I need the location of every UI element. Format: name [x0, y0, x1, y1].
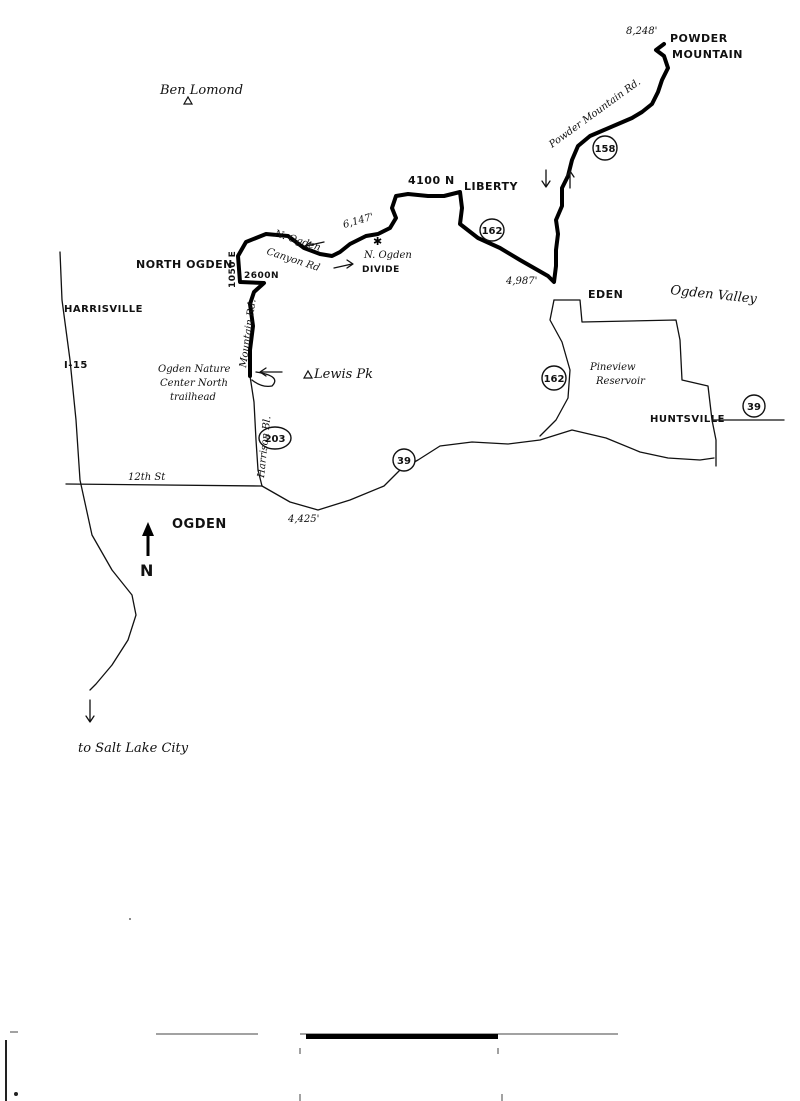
svg-text:39: 39 [747, 402, 761, 413]
12th-st-road [65, 483, 263, 487]
nature-center-label-1: Ogden Nature [158, 364, 230, 375]
thin-roads [59, 251, 785, 691]
lewis-peak-icon [302, 369, 314, 379]
12th-st-label: 12th St [128, 472, 166, 483]
nature-center-label-2: Center North [160, 378, 228, 389]
to-slc-label: to Salt Lake City [78, 741, 189, 756]
valley-road [553, 299, 717, 467]
route-158-shield: 158 [592, 135, 618, 161]
direction-arrow-icon [259, 169, 575, 377]
route-39-east-shield: 39 [742, 394, 766, 418]
eden-elevation-label: 4,987' [505, 276, 537, 287]
lewis-peak-label: Lewis Pk [313, 367, 373, 382]
nature-center-leader [251, 371, 276, 388]
ogden-elevation-label: 4,425' [287, 514, 319, 525]
route-162-south-road [539, 299, 571, 437]
pineview-label-1: Pineview [589, 362, 636, 373]
liberty-label: LIBERTY [464, 180, 518, 193]
powder-mountain-label-2: MOUNTAIN [672, 48, 743, 61]
svg-text:39: 39 [397, 456, 411, 467]
route-39-west-shield: 39 [392, 448, 416, 472]
eden-label: EDEN [588, 288, 623, 301]
pineview-label-2: Reservoir [595, 376, 646, 387]
ogden-valley-label: Ogden Valley [670, 283, 759, 307]
svg-text:203: 203 [265, 434, 286, 445]
divide-label-2: DIVIDE [362, 265, 400, 275]
street-2600n-label: 2600N [244, 271, 279, 281]
north-arrow-icon [142, 522, 154, 556]
divide-marker-icon: ✱ [373, 235, 382, 248]
nature-center-label-3: trailhead [170, 392, 216, 403]
ride-route [236, 42, 670, 378]
route-39-road [261, 429, 715, 511]
harrison-blvd-road [249, 375, 263, 487]
i15-road [59, 251, 137, 691]
i15-label: I-15 [64, 360, 88, 371]
huntsville-label: HUNTSVILLE [650, 414, 725, 425]
north-ogden-label: NORTH OGDEN [136, 258, 233, 271]
ben-lomond-peak-icon [182, 95, 194, 105]
mountain-rd-label: Mountain Rd. [238, 298, 259, 369]
route-203-shield: 203 [258, 426, 292, 450]
scan-artifacts [5, 918, 618, 1101]
street-4100n-label: 4100 N [408, 174, 455, 187]
divide-elevation-label: 6,147' [342, 212, 375, 231]
svg-text:158: 158 [595, 144, 616, 155]
summit-elevation-label: 8,248' [626, 26, 657, 37]
ogden-label: OGDEN [172, 517, 227, 532]
powder-mountain-rd-label: Powder Mountain Rd. [546, 77, 642, 151]
svg-text:162: 162 [544, 374, 565, 385]
harrisville-label: HARRISVILLE [64, 304, 143, 315]
ben-lomond-label: Ben Lomond [159, 83, 243, 98]
svg-text:162: 162 [482, 226, 503, 237]
divide-label-1: N. Ogden [363, 250, 412, 261]
to-slc-arrow-icon [85, 699, 95, 723]
powder-mountain-label: POWDER [670, 32, 728, 45]
north-label: N [140, 561, 154, 580]
route-162-north-shield: 162 [479, 218, 505, 242]
street-1050e-label: 1050 E [228, 251, 238, 288]
route-162-south-shield: 162 [541, 365, 567, 391]
